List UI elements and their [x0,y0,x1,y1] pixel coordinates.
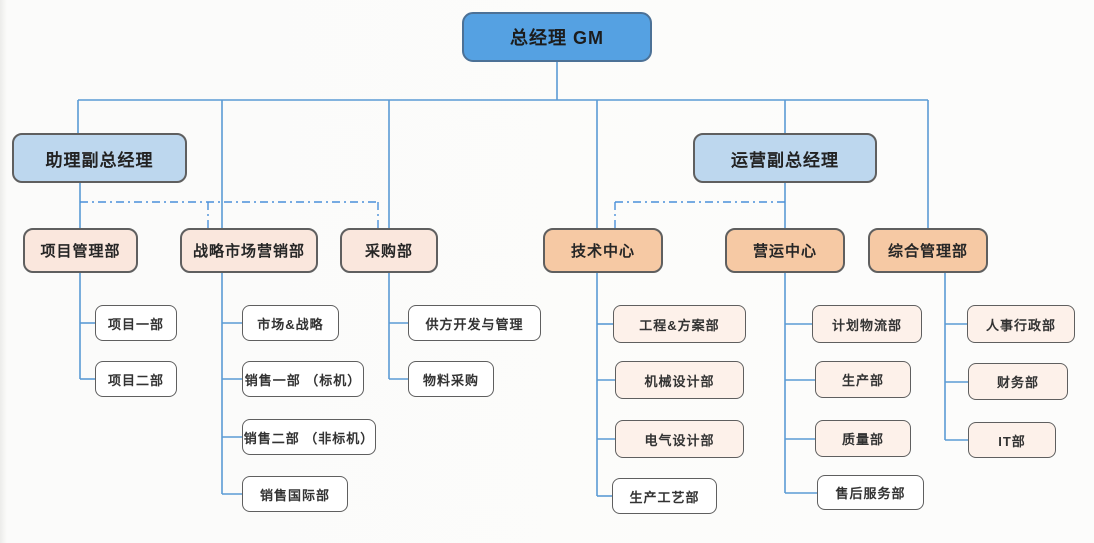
node-finance-dept: 财务部 [968,363,1068,400]
solid-connectors [77,62,968,497]
node-operations-vice-gm: 运营副总经理 [693,133,877,183]
node-general-manager: 总经理 GM [462,12,652,62]
node-project-dept-2: 项目二部 [95,361,177,397]
node-after-sales-service-dept: 售后服务部 [817,475,924,510]
node-mechanical-design-dept: 机械设计部 [615,361,744,399]
node-electrical-design-dept: 电气设计部 [615,420,744,458]
node-engineering-solutions-dept: 工程&方案部 [613,305,746,343]
node-assistant-vice-gm: 助理副总经理 [12,133,187,183]
node-procurement-dept: 采购部 [340,228,438,273]
node-production-process-dept: 生产工艺部 [612,478,717,514]
node-general-management-dept: 综合管理部 [868,228,988,273]
node-production-dept: 生产部 [815,361,911,398]
node-technology-center: 技术中心 [543,228,663,273]
node-international-sales-dept: 销售国际部 [242,476,348,512]
dashed-connectors [80,201,785,228]
node-supplier-development-management: 供方开发与管理 [408,305,541,341]
node-project-management-dept: 项目管理部 [23,228,138,273]
node-operations-center: 营运中心 [725,228,845,273]
node-project-dept-1: 项目一部 [95,305,177,341]
node-strategic-marketing-dept: 战略市场营销部 [180,228,318,273]
node-it-dept: IT部 [968,422,1056,458]
node-sales-dept-1-standard: 销售一部 （标机） [242,361,364,397]
node-planning-logistics-dept: 计划物流部 [812,305,922,343]
node-quality-dept: 质量部 [815,420,911,457]
node-sales-dept-2-nonstandard: 销售二部 （非标机） [242,419,376,455]
node-market-strategy: 市场&战略 [242,305,339,341]
node-hr-admin-dept: 人事行政部 [967,305,1075,343]
node-material-procurement: 物料采购 [408,361,494,397]
